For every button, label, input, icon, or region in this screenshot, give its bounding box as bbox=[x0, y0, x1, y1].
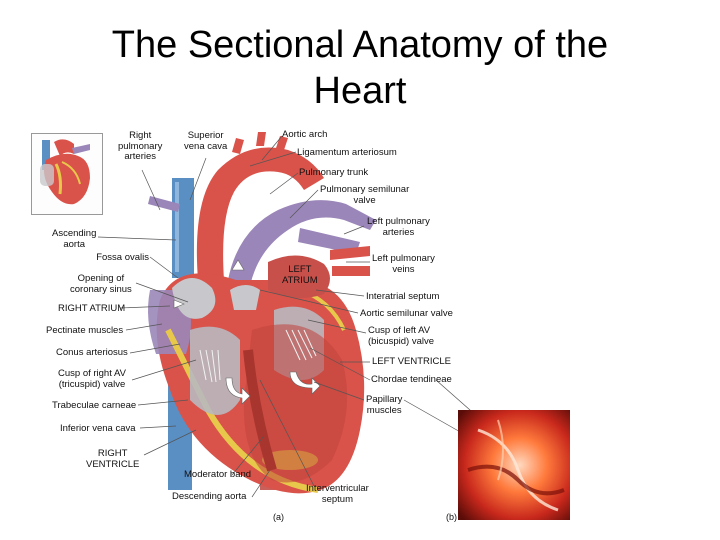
label-moderator-band: Moderator band bbox=[184, 469, 252, 480]
label-left-pulmonary-veins: Left pulmonary veins bbox=[372, 253, 435, 275]
panel-label-a: (a) bbox=[273, 512, 284, 522]
heart-thumbnail-drawing bbox=[40, 139, 90, 205]
label-ligamentum-arteriosum: Ligamentum arteriosum bbox=[297, 147, 397, 158]
label-fossa-ovalis: Fossa ovalis bbox=[96, 252, 149, 263]
label-left-atrium: LEFT ATRIUM bbox=[282, 264, 318, 286]
label-cusp-right-av: Cusp of right AV (tricuspid) valve bbox=[58, 368, 126, 390]
title-line-2: Heart bbox=[313, 70, 407, 112]
label-trabeculae-carneae: Trabeculae carneae bbox=[52, 400, 137, 411]
label-right-pulmonary-arteries: Right pulmonary arteries bbox=[118, 130, 163, 162]
label-superior-vena-cava: Superior vena cava bbox=[184, 130, 228, 152]
label-left-ventricle: LEFT VENTRICLE bbox=[372, 356, 452, 367]
label-conus-arteriosus: Conus arteriosus bbox=[56, 347, 128, 358]
label-aortic-arch: Aortic arch bbox=[282, 129, 328, 140]
label-inferior-vena-cava: Inferior vena cava bbox=[60, 423, 136, 434]
heart-orientation-thumbnail bbox=[31, 133, 103, 215]
label-chordae-tendineae: Chordae tendineae bbox=[371, 374, 452, 385]
label-interatrial-septum: Interatrial septum bbox=[366, 291, 440, 302]
label-papillary-muscles: Papillary muscles bbox=[366, 394, 403, 416]
label-cusp-left-av: Cusp of left AV (bicuspid) valve bbox=[368, 325, 434, 347]
panel-label-b: (b) bbox=[446, 512, 457, 522]
label-opening-coronary-sinus: Opening of coronary sinus bbox=[70, 273, 132, 295]
label-aortic-semilunar-valve: Aortic semilunar valve bbox=[360, 308, 453, 319]
slide-title: The Sectional Anatomy of the Heart bbox=[0, 22, 720, 114]
aortic-arch-shape bbox=[196, 147, 324, 280]
label-pulmonary-trunk: Pulmonary trunk bbox=[299, 167, 369, 178]
label-pectinate-muscles: Pectinate muscles bbox=[46, 325, 124, 336]
photo-drawing bbox=[458, 410, 570, 520]
label-right-atrium: RIGHT ATRIUM bbox=[58, 303, 126, 314]
label-descending-aorta: Descending aorta bbox=[172, 491, 247, 502]
title-line-1: The Sectional Anatomy of the bbox=[111, 24, 609, 66]
label-right-ventricle: RIGHT VENTRICLE bbox=[86, 448, 140, 470]
heart-dissection-photo bbox=[458, 410, 570, 520]
pulmonary-trunk-shape bbox=[228, 200, 376, 286]
label-interventricular-septum: Interventricular septum bbox=[306, 483, 369, 505]
label-pulmonary-semilunar-valve: Pulmonary semilunar valve bbox=[320, 184, 410, 206]
label-left-pulmonary-arteries: Left pulmonary arteries bbox=[367, 216, 430, 238]
leader-lines bbox=[97, 135, 505, 498]
label-ascending-aorta: Ascending aorta bbox=[52, 228, 97, 250]
